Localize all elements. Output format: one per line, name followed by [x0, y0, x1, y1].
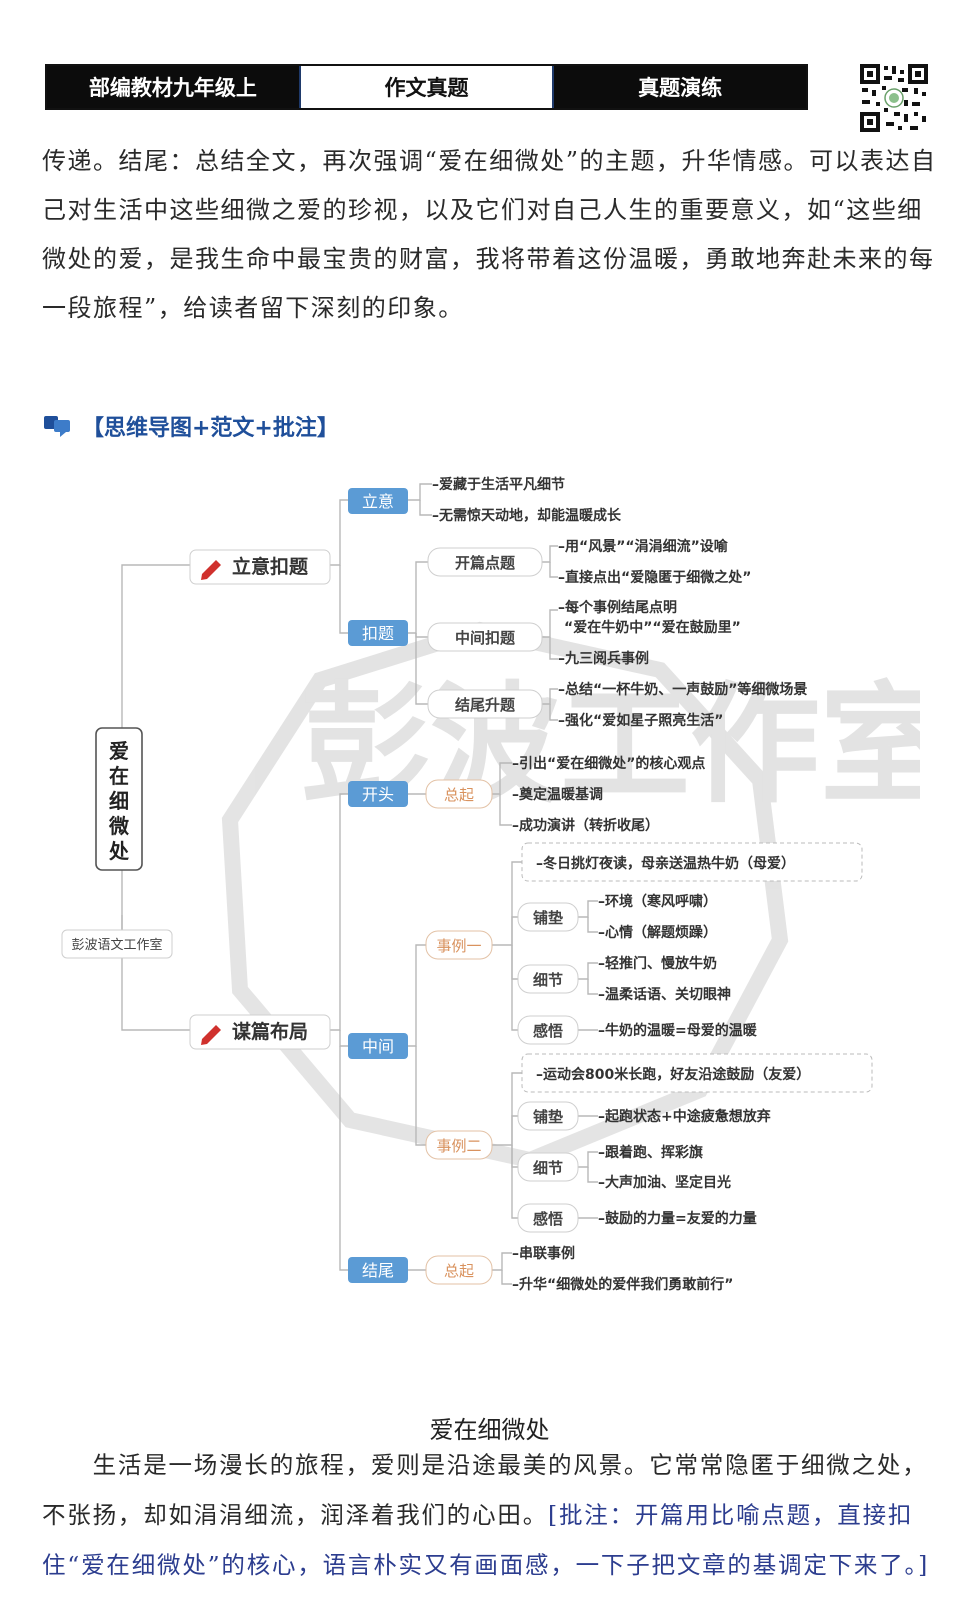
example1-pudian-item-1: –环境（寒风呼啸）	[598, 893, 717, 910]
zhongjian-kouti-item-1: –每个事例结尾点明	[558, 599, 677, 616]
header-grade: 部编教材九年级上	[47, 66, 299, 108]
essay-annotation: [批注：开篇用比喻点题，直接扣住“爱在细微处”的核心，语言朴实又有画面感，一下子…	[42, 1501, 930, 1579]
tag-kaitou-label: 开头	[362, 785, 394, 804]
example1-pudian: 铺垫	[517, 902, 579, 932]
example2-pudian-item-1: –起跑状态+中途疲惫想放弃	[598, 1108, 771, 1125]
example1-xijie: 细节	[517, 964, 579, 994]
sub-jiewei-zongqi: 总起	[425, 1255, 493, 1285]
kaipian-item-2: –直接点出“爱隐匿于细微之处”	[558, 569, 751, 586]
example2-ganwu: 感悟	[517, 1203, 579, 1233]
example1-pudian-item-2: –心情（解题烦躁）	[598, 924, 717, 941]
group-zhongjian-kouti: 中间扣题	[427, 622, 543, 652]
jiewei-shengti-label: 结尾升题	[455, 696, 516, 714]
header-category: 作文真题	[298, 66, 555, 108]
intro-paragraph: 传递。结尾：总结全文，再次强调“爱在细微处”的主题，升华情感。可以表达自己对生活…	[42, 147, 937, 322]
group-jiewei-shengti: 结尾升题	[427, 689, 543, 719]
mind-map: 彭波工作室	[61, 476, 920, 1293]
group-kaipian: 开篇点题	[427, 547, 543, 577]
example2-summary-text: –运动会800米长跑，好友沿途鼓励（友爱）	[536, 1066, 810, 1083]
tag-jiewei-label: 结尾	[362, 1261, 394, 1280]
tag-zhongjian: 中间	[348, 1033, 408, 1059]
liyi-item-1: –爱藏于生活平凡细节	[432, 476, 565, 493]
branch1-label: 立意扣题	[232, 555, 308, 578]
header-bar: 部编教材九年级上 作文真题 真题演练	[45, 64, 808, 110]
tag-liyi-label: 立意	[362, 492, 394, 511]
jiewei-shengti-item-2: –强化“爱如星子照亮生活”	[558, 712, 723, 729]
sub-kaitou-zongqi: 总起	[425, 779, 493, 809]
example2-pudian: 铺垫	[517, 1101, 579, 1131]
example2-summary: –运动会800米长跑，好友沿途鼓励（友爱）	[521, 1053, 873, 1093]
jiewei-sub-label: 总起	[444, 1262, 474, 1280]
example1-ganwu-item-1: –牛奶的温暖=母爱的温暖	[598, 1022, 758, 1039]
section-title-text: 【思维导图+范文+批注】	[82, 416, 339, 441]
example1-label: 事例一	[436, 937, 481, 955]
example1-xijie-item-1: –轻推门、慢放牛奶	[598, 955, 717, 972]
studio-label-text: 彭波语文工作室	[71, 937, 162, 953]
example2-xijie-item-2: –大声加油、坚定目光	[598, 1174, 731, 1191]
branch-moupian: 谋篇布局	[189, 1014, 331, 1050]
header-practice: 真题演练	[554, 66, 807, 108]
speech-bubble-icon	[44, 414, 72, 438]
example2-pudian-label: 铺垫	[533, 1108, 563, 1126]
pencil-icon	[201, 1025, 221, 1045]
branch2-label: 谋篇布局	[232, 1020, 308, 1043]
kaipian-item-1: –用“风景”“涓涓细流”设喻	[558, 538, 729, 555]
essay-paragraph: 生活是一场漫长的旅程，爱则是沿途最美的风景。它常常隐匿于细微之处，不张扬，却如涓…	[42, 1440, 937, 1590]
example1-summary: –冬日挑灯夜读，母亲送温热牛奶（母爱）	[521, 842, 863, 882]
section-title: 【思维导图+范文+批注】	[44, 410, 339, 442]
kaitou-item-1: –引出“爱在细微处”的核心观点	[512, 755, 705, 772]
root-char-1: 爱	[109, 739, 129, 763]
tag-zhongjian-label: 中间	[362, 1037, 394, 1056]
root-char-5: 处	[108, 839, 130, 863]
example2-ganwu-label: 感悟	[533, 1210, 563, 1228]
kaitou-item-3: –成功演讲（转折收尾）	[512, 817, 659, 834]
example2-label: 事例二	[436, 1137, 481, 1155]
example2-ganwu-item-1: –鼓励的力量=友爱的力量	[598, 1210, 757, 1227]
tag-jiewei: 结尾	[348, 1257, 408, 1283]
example2-xijie-label: 细节	[533, 1159, 563, 1177]
kaitou-sub-label: 总起	[444, 786, 474, 804]
mindmap-root: 爱 在 细 微 处	[95, 727, 143, 871]
zhongjian-kouti-label: 中间扣题	[455, 629, 516, 647]
jiewei-shengti-item-1: –总结“一杯牛奶、一声鼓励”等细微场景	[558, 681, 807, 698]
example1-ganwu: 感悟	[517, 1015, 579, 1045]
tag-kouti-label: 扣题	[362, 624, 394, 643]
essay-paragraph-text: 生活是一场漫长的旅程，爱则是沿途最美的风景。它常常隐匿于细微之处，不张扬，却如涓…	[42, 1451, 928, 1529]
branch-liyi-kouti: 立意扣题	[189, 549, 331, 585]
liyi-item-2: –无需惊天动地，却能温暖成长	[432, 507, 622, 524]
tag-liyi: 立意	[348, 488, 408, 514]
sub-example-1: 事例一	[425, 930, 493, 960]
root-char-2: 在	[109, 764, 129, 788]
tag-kouti: 扣题	[348, 620, 408, 646]
jiewei-item-2: –升华“细微处的爱伴我们勇敢前行”	[512, 1276, 733, 1293]
studio-label: 彭波语文工作室	[61, 929, 173, 959]
root-char-4: 微	[108, 814, 129, 838]
example2-xijie: 细节	[517, 1152, 579, 1182]
jiewei-item-1: –串联事例	[512, 1245, 575, 1262]
zhongjian-kouti-item-3: –九三阅兵事例	[558, 650, 649, 667]
example1-xijie-label: 细节	[533, 971, 563, 989]
example1-pudian-label: 铺垫	[533, 909, 563, 927]
example1-ganwu-label: 感悟	[533, 1022, 563, 1040]
tag-kaitou: 开头	[348, 781, 408, 807]
essay-title: 爱在细微处	[429, 1416, 550, 1444]
example1-xijie-item-2: –温柔话语、关切眼神	[598, 986, 731, 1003]
kaitou-item-2: –奠定温暖基调	[512, 786, 603, 803]
example1-summary-text: –冬日挑灯夜读，母亲送温热牛奶（母爱）	[536, 855, 795, 872]
root-char-3: 细	[109, 789, 129, 813]
qr-code-icon	[858, 62, 930, 134]
kaipian-label: 开篇点题	[455, 554, 516, 572]
zhongjian-kouti-item-2: “爱在牛奶中”“爱在鼓励里”	[564, 619, 741, 636]
pencil-icon	[201, 560, 221, 580]
sub-example-2: 事例二	[425, 1130, 493, 1160]
example2-xijie-item-1: –跟着跑、挥彩旗	[598, 1144, 703, 1161]
